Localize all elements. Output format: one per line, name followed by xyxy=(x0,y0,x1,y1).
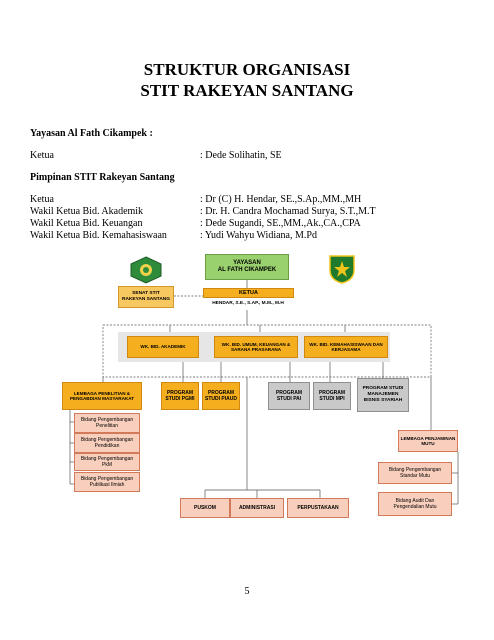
puskom-label: PUSKOM xyxy=(194,505,216,511)
ketua-box: KETUA xyxy=(203,288,294,298)
pimpinan-wk-kemahasiswaan-value: : Yudi Wahyu Widiana, M.Pd xyxy=(200,230,317,241)
wk-akademik-label: WK. BID. AKADEMIK xyxy=(140,344,186,350)
prodi-pai-box: PROGRAM STUDI PAI xyxy=(268,382,310,410)
page-number: 5 xyxy=(244,586,250,597)
lppm-box: LEMBAGA PENELITIAN & PENGABDIAN MASYARAK… xyxy=(62,382,142,410)
perpustakaan-label: PERPUSTAKAAN xyxy=(297,505,339,511)
prodi-pgmi-box: PROGRAM STUDI PGMI xyxy=(161,382,199,410)
pimpinan-ketua-value: : Dr (C) H. Hendar, SE.,S.Ap.,MM.,MH xyxy=(200,194,362,205)
logo-right-icon xyxy=(329,255,355,284)
bidang-penelitian-label: Bidang Pengembangan Penelitian xyxy=(80,417,134,429)
wk-umum-label: WK. BID. UMUM, KEUANGAN & SARANA PRASARA… xyxy=(221,341,291,353)
prodi-piaud-label: PROGRAM STUDI PIAUD xyxy=(205,390,237,402)
prodi-mpi-label: PROGRAM STUDI MPI xyxy=(318,390,346,402)
prodi-mbs-box: PROGRAM STUDI MANAJEMEN BISNIS SYARIAH xyxy=(357,378,409,412)
ketua-label: KETUA xyxy=(239,289,258,296)
perpustakaan-box: PERPUSTAKAAN xyxy=(287,498,349,518)
logo-left-icon xyxy=(130,256,162,284)
bidang-standar-box: Bidang Pengembangan Standar Mutu xyxy=(378,462,452,484)
pimpinan-heading: Pimpinan STIT Rakeyan Santang xyxy=(30,172,175,183)
prodi-mbs-label: PROGRAM STUDI MANAJEMEN BISNIS SYARIAH xyxy=(362,386,404,403)
yayasan-heading: Yayasan Al Fath Cikampek : xyxy=(30,128,153,139)
ketua-name-box: HENDAR, S.E., S.AP., M.M., M.H xyxy=(198,299,298,309)
bidang-publikasi-label: Bidang Pengembangan Publikasi Ilmiah xyxy=(80,476,134,488)
pimpinan-wk-keuangan-value: : Dede Sugandi, SE.,MM.,Ak.,CA.,CPA xyxy=(200,218,361,229)
prodi-mpi-box: PROGRAM STUDI MPI xyxy=(313,382,351,410)
yayasan-line1: YAYASAN xyxy=(233,259,261,266)
pimpinan-wk-akademik-value: : Dr. H. Candra Mochamad Surya, S.T.,M.T xyxy=(200,206,376,217)
wk-kemahasiswaan-label: WK. BID. KEMAHASISWAAN DAN KERJASAMA xyxy=(309,341,383,353)
bidang-audit-box: Bidang Audit Dan Pengendalian Mutu xyxy=(378,492,452,516)
lpm-label: LEMBAGA PENJAMINAN MUTU xyxy=(400,435,456,447)
senat-label: SENAT STIT RAKEYAN SANTANG xyxy=(122,291,170,302)
lppm-label: LEMBAGA PENELITIAN & PENGABDIAN MASYARAK… xyxy=(69,390,135,402)
bidang-publikasi-box: Bidang Pengembangan Publikasi Ilmiah xyxy=(74,472,140,492)
puskom-box: PUSKOM xyxy=(180,498,230,518)
senat-box: SENAT STIT RAKEYAN SANTANG xyxy=(118,286,174,308)
ketua-name: HENDAR, S.E., S.AP., M.M., M.H xyxy=(212,301,284,307)
bidang-pendidikan-box: Bidang Pengembangan Pendidikan xyxy=(74,433,140,453)
wk-kemahasiswaan-box: WK. BID. KEMAHASISWAAN DAN KERJASAMA xyxy=(304,336,388,358)
bidang-pendidikan-label: Bidang Pengembangan Pendidikan xyxy=(80,437,134,449)
administrasi-box: ADMINISTRASI xyxy=(230,498,284,518)
bidang-pkm-box: Bidang Pengembangan PkM xyxy=(74,453,140,471)
yayasan-ketua-value: : Dede Solihatin, SE xyxy=(200,150,282,161)
bidang-penelitian-box: Bidang Pengembangan Penelitian xyxy=(74,413,140,433)
pimpinan-wk-keuangan-label: Wakil Ketua Bid. Keuangan xyxy=(30,218,143,229)
bidang-standar-label: Bidang Pengembangan Standar Mutu xyxy=(388,467,442,479)
document-title-line2: STIT RAKEYAN SANTANG xyxy=(140,81,354,100)
wk-akademik-box: WK. BID. AKADEMIK xyxy=(127,336,199,358)
document-title-line1: STRUKTUR ORGANISASI xyxy=(143,60,351,79)
prodi-pai-label: PROGRAM STUDI PAI xyxy=(275,390,303,402)
bidang-pkm-label: Bidang Pengembangan PkM xyxy=(80,456,134,468)
pimpinan-ketua-label: Ketua xyxy=(30,194,54,205)
yayasan-line2: AL FATH CIKAMPEK xyxy=(217,267,277,273)
bidang-audit-label: Bidang Audit Dan Pengendalian Mutu xyxy=(393,498,437,510)
pimpinan-wk-kemahasiswaan-label: Wakil Ketua Bid. Kemahasiswaan xyxy=(30,230,167,241)
prodi-piaud-box: PROGRAM STUDI PIAUD xyxy=(202,382,240,410)
lpm-box: LEMBAGA PENJAMINAN MUTU xyxy=(398,430,458,452)
prodi-pgmi-label: PROGRAM STUDI PGMI xyxy=(165,390,195,402)
yayasan-ketua-label: Ketua xyxy=(30,150,54,161)
administrasi-label: ADMINISTRASI xyxy=(238,505,276,511)
pimpinan-wk-akademik-label: Wakil Ketua Bid. Akademik xyxy=(30,206,144,217)
wk-umum-box: WK. BID. UMUM, KEUANGAN & SARANA PRASARA… xyxy=(214,336,298,358)
